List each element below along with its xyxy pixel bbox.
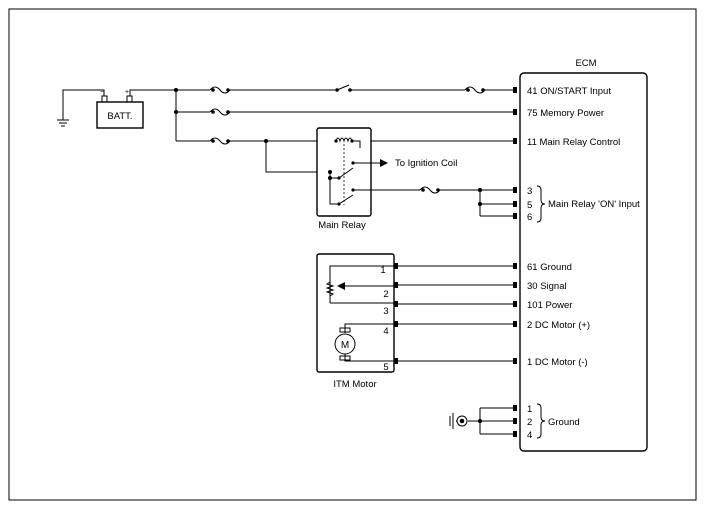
fuse-terminal bbox=[481, 88, 485, 92]
arrow-icon bbox=[380, 159, 388, 167]
ecm-pin-label: 2 DC Motor (+) bbox=[527, 320, 590, 331]
motor-symbol: M bbox=[341, 340, 349, 351]
itm-pin-number: 5 bbox=[383, 362, 388, 373]
motor-brush bbox=[339, 355, 351, 361]
battery: BATT. − + bbox=[96, 89, 144, 129]
pin-connector bbox=[513, 282, 517, 288]
ecm-pin-number: 6 bbox=[527, 212, 532, 223]
battery-positive-bus bbox=[129, 89, 177, 141]
fuse-terminal bbox=[211, 110, 215, 114]
pin-connector bbox=[513, 321, 517, 327]
fuse-terminal bbox=[436, 188, 440, 192]
ignition-switch-icon bbox=[336, 84, 350, 91]
ecm-pin-number: 2 bbox=[527, 417, 532, 428]
fuse-icon bbox=[464, 86, 486, 94]
pin-connector bbox=[513, 405, 517, 411]
itm-motor-label: ITM Motor bbox=[333, 379, 376, 390]
motor-brush bbox=[339, 327, 351, 333]
ecm-label: ECM bbox=[575, 58, 596, 69]
ecm-pin-label: 61 Ground bbox=[527, 262, 572, 273]
ecm-pin-label: 75 Memory Power bbox=[527, 108, 604, 119]
motor-icon bbox=[334, 333, 356, 355]
itm-motor: ITM Motor 1 2 3 4 5 M bbox=[316, 253, 398, 390]
battery-plus-sign: + bbox=[125, 89, 129, 96]
itm-pin-number: 4 bbox=[383, 326, 388, 337]
ecm-pin-label: 1 DC Motor (-) bbox=[527, 357, 588, 368]
ecm-pin-label: 101 Power bbox=[527, 300, 572, 311]
ecm-pin-number: 5 bbox=[527, 200, 532, 211]
battery-minus-sign: − bbox=[100, 89, 104, 96]
fuse-icon bbox=[209, 86, 231, 94]
brace-icon bbox=[536, 185, 546, 223]
battery-ground-wire bbox=[62, 89, 105, 120]
wire-relay-feed bbox=[265, 141, 330, 173]
fuse-terminal bbox=[226, 139, 230, 143]
pin-connector bbox=[513, 213, 517, 219]
ecm-pin-label: 30 Signal bbox=[527, 281, 567, 292]
ecm-pin-number: 3 bbox=[527, 186, 532, 197]
pin-connector bbox=[394, 263, 398, 269]
itm-pin-number: 2 bbox=[383, 289, 388, 300]
pin-connector bbox=[513, 187, 517, 193]
pin-connector bbox=[394, 282, 398, 288]
pin-connector bbox=[513, 201, 517, 207]
ecm-module: ECM bbox=[519, 58, 648, 452]
pin-connector bbox=[394, 321, 398, 327]
ecm-box bbox=[519, 72, 648, 452]
pin-connector bbox=[513, 358, 517, 364]
junction-dot bbox=[478, 419, 482, 423]
battery-box bbox=[96, 101, 144, 129]
wiper-arrow-icon bbox=[337, 282, 345, 290]
ground-icon bbox=[449, 413, 468, 429]
relay-coil-wire bbox=[352, 140, 361, 148]
main-relay: Main Relay bbox=[316, 127, 420, 231]
fuse-terminal bbox=[421, 188, 425, 192]
fuse-terminal bbox=[211, 139, 215, 143]
battery-label: BATT. bbox=[107, 111, 132, 122]
pin-connector bbox=[394, 358, 398, 364]
junction-dot bbox=[328, 170, 332, 174]
ecm-pin-connectors bbox=[513, 87, 517, 437]
fuse-terminal bbox=[226, 110, 230, 114]
wire-relay-on bbox=[480, 203, 513, 217]
ignition-coil-label: To Ignition Coil bbox=[395, 158, 457, 169]
relay-coil-terminal bbox=[334, 139, 338, 143]
ecm-pin-label: 41 ON/START Input bbox=[527, 86, 611, 97]
fuse-icon bbox=[209, 137, 231, 145]
fuse-icon bbox=[209, 108, 231, 116]
itm-ecm-wires bbox=[398, 265, 513, 362]
pin-connector bbox=[513, 263, 517, 269]
junction-dot bbox=[328, 176, 332, 180]
pin-connector bbox=[513, 431, 517, 437]
ecm-pin-label: 11 Main Relay Control bbox=[527, 137, 620, 148]
pin-connector bbox=[513, 138, 517, 144]
pin-connector bbox=[513, 109, 517, 115]
potentiometer-icon bbox=[325, 281, 335, 297]
relay-switch-icon bbox=[338, 194, 354, 205]
relay-coil-icon bbox=[335, 137, 353, 143]
brace-icon bbox=[536, 403, 546, 439]
fuse-terminal bbox=[211, 88, 215, 92]
fuse-icon bbox=[419, 186, 441, 194]
pin-connector bbox=[513, 418, 517, 424]
relay-on-input-label: Main Relay 'ON' Input bbox=[548, 199, 640, 210]
relay-switch-icon bbox=[338, 167, 354, 179]
itm-internal-wire bbox=[344, 323, 394, 333]
pin-connector bbox=[513, 301, 517, 307]
pin-connector bbox=[513, 87, 517, 93]
fuse-terminal bbox=[226, 88, 230, 92]
itm-pin-number: 1 bbox=[380, 265, 385, 276]
relay-internal-wire bbox=[329, 172, 339, 205]
ecm-pin-number: 4 bbox=[527, 430, 532, 441]
chassis-ground-icon bbox=[57, 119, 69, 127]
ground-label: Ground bbox=[548, 417, 580, 428]
fuse-terminal bbox=[466, 88, 470, 92]
main-relay-label: Main Relay bbox=[318, 220, 366, 231]
pin-connector bbox=[394, 301, 398, 307]
ecm-pin-number: 1 bbox=[527, 404, 532, 415]
itm-pin-number: 3 bbox=[383, 306, 388, 317]
